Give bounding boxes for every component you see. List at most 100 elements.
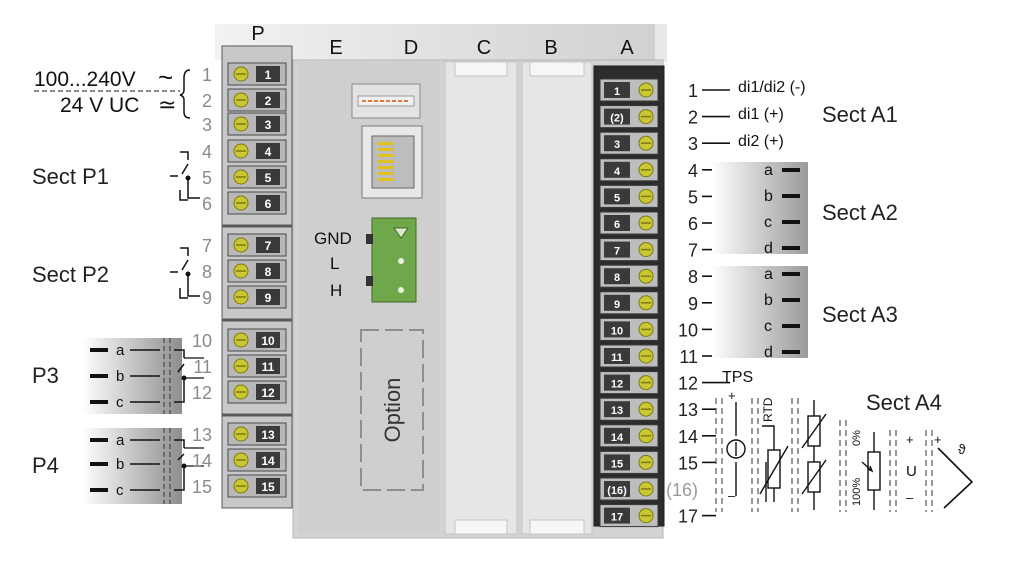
pin-number-right: 3: [688, 134, 698, 154]
rj45-pin: [378, 148, 394, 151]
terminal-a-number: 11: [611, 352, 623, 364]
column-label-d: D: [404, 37, 418, 59]
thermocouple-icon: [937, 447, 974, 509]
terminal-a-number-box: [604, 481, 630, 497]
potentiometer-wiper: [861, 461, 874, 473]
terminal-a-number: 4: [614, 166, 621, 178]
terminal-a-4[interactable]: 4: [599, 158, 659, 182]
terminal-a-11[interactable]: 11: [599, 344, 659, 368]
terminal-p-number: 14: [261, 454, 275, 468]
pin-number-right: 17: [678, 507, 698, 527]
a4-voltage-u: U: [906, 463, 917, 480]
a4-voltage-minus: –: [906, 490, 914, 505]
bus-connector[interactable]: [371, 217, 417, 303]
relay-contacts: [170, 151, 200, 299]
pin-number-left: 8: [202, 262, 212, 282]
section-label-a4: Sect A4: [866, 390, 942, 415]
terminal-a-number: 1: [614, 86, 620, 98]
terminal-p-6[interactable]: 6: [227, 191, 287, 215]
terminal-a-15[interactable]: 15: [599, 450, 659, 474]
pin-number-left: 9: [202, 288, 212, 308]
terminal-letter: c: [116, 394, 124, 411]
terminal-letter: d: [764, 344, 773, 361]
slot-c-tab-bottom: [454, 519, 508, 535]
resistor-upper-diagonal: [801, 413, 827, 449]
terminal-p-10[interactable]: 10: [227, 328, 287, 352]
bus-pin-gnd: [393, 227, 409, 239]
terminal-a-number-box: [604, 108, 630, 125]
a4-voltage-plus: +: [906, 432, 914, 447]
terminal-p-14[interactable]: 14: [227, 448, 287, 472]
terminal-a-7[interactable]: 7: [599, 238, 659, 262]
terminal-a-9[interactable]: 9: [599, 291, 659, 315]
terminal-a-number: 12: [611, 379, 623, 391]
terminal-p-number: 13: [261, 428, 275, 442]
column-label-b: B: [544, 37, 557, 59]
option-slot[interactable]: [360, 329, 424, 491]
terminal-a-13[interactable]: 13: [599, 397, 659, 421]
slot-b-tab-bottom: [529, 519, 585, 535]
terminal-p-2[interactable]: 2: [227, 88, 287, 112]
terminal-a-3[interactable]: 3: [599, 131, 659, 155]
resistor-lower-icon: [807, 461, 821, 493]
slot-b-tab-top: [529, 61, 585, 77]
terminal-a-number: (2): [610, 113, 624, 125]
terminal-p-4[interactable]: 4: [227, 139, 287, 163]
terminal-a-number-box: [604, 348, 630, 364]
terminal-p-15[interactable]: 15: [227, 474, 287, 498]
terminal-letter-bar: [782, 298, 800, 302]
rtd-resistor-icon: [767, 449, 781, 489]
terminal-a-number-box: [604, 268, 630, 285]
terminal-a-10[interactable]: 10: [599, 317, 659, 341]
section-a4-symbols: + – RTD 0% 100% + U – + ϑ: [715, 388, 974, 512]
terminal-letter: a: [116, 342, 125, 359]
pin-number-right: 2: [688, 108, 698, 128]
terminal-a-12[interactable]: 12: [599, 371, 659, 395]
bus-label-gnd: GND: [314, 229, 352, 248]
terminal-p-1[interactable]: 1: [227, 62, 287, 86]
rj45-pin: [378, 142, 394, 145]
terminal-p-13[interactable]: 13: [227, 422, 287, 446]
terminal-a-number: 13: [611, 405, 623, 417]
terminal-p-number: 15: [261, 480, 275, 494]
terminal-p-number-box: [256, 237, 280, 253]
terminal-p-8[interactable]: 8: [227, 259, 287, 283]
terminal-a-number-box: [604, 454, 630, 471]
terminal-p-number-box: [256, 452, 280, 468]
terminal-a-number-box: [604, 401, 630, 418]
terminal-p-7[interactable]: 7: [227, 233, 287, 257]
terminal-letter-bar: [782, 194, 800, 198]
terminal-p-12[interactable]: 12: [227, 380, 287, 404]
terminal-a-number-box: [604, 241, 630, 258]
terminal-a-16[interactable]: (16): [599, 477, 659, 501]
terminal-p-11[interactable]: 11: [227, 354, 287, 378]
a4-tc-theta: ϑ: [958, 441, 966, 457]
terminal-p-number-box: [256, 66, 280, 82]
bus-connector-tab-2: [366, 276, 373, 286]
terminal-p-3[interactable]: 3: [227, 112, 287, 136]
terminal-letter: c: [116, 482, 124, 499]
pin-number-left: 2: [202, 91, 212, 111]
terminal-a-14[interactable]: 14: [599, 424, 659, 448]
terminal-a-2[interactable]: (2): [599, 105, 659, 129]
terminal-p-5[interactable]: 5: [227, 165, 287, 189]
a4-pot-100: 100%: [851, 478, 863, 506]
section-label-p4: P4: [32, 453, 59, 478]
terminal-a-5[interactable]: 5: [599, 184, 659, 208]
resistor-upper-icon: [807, 415, 821, 447]
terminal-a-1[interactable]: 1: [599, 78, 659, 102]
section-a3-box: [712, 266, 808, 358]
terminal-a-6[interactable]: 6: [599, 211, 659, 235]
terminal-p-number: 12: [261, 386, 275, 400]
terminal-a-17[interactable]: 17: [599, 504, 659, 528]
terminal-a-8[interactable]: 8: [599, 264, 659, 288]
terminal-a-number: 6: [614, 219, 620, 231]
terminal-p-9[interactable]: 9: [227, 285, 287, 309]
tps-label: TPS: [722, 369, 753, 386]
terminal-p-number: 1: [265, 68, 272, 82]
